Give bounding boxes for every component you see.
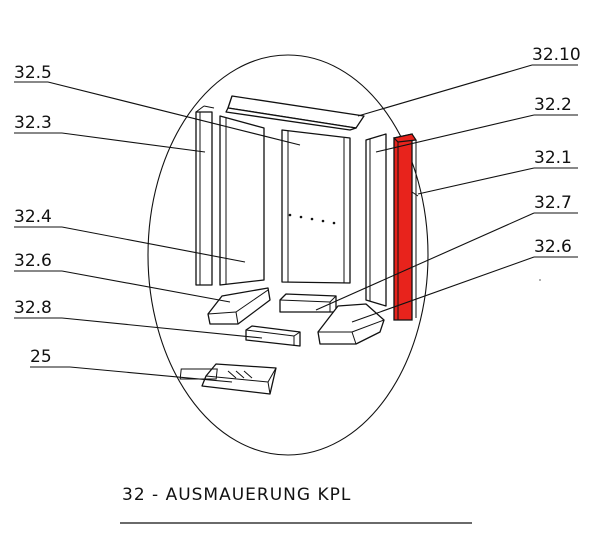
label-32-4: 32.4 <box>14 207 52 227</box>
detail-ellipse <box>147 54 429 456</box>
label-25: 25 <box>30 347 52 367</box>
label-32-7: 32.7 <box>534 193 572 213</box>
part-32-10[interactable] <box>225 95 365 131</box>
label-32-3: 32.3 <box>14 113 52 133</box>
part-32-8[interactable] <box>245 325 301 347</box>
callout-32-4: 32.4 <box>14 207 246 263</box>
callout-32-6-right: 32.6 <box>351 237 578 323</box>
caption-block: 32 - AUSMAUERUNG KPL <box>120 485 472 524</box>
callout-32-8: 32.8 <box>14 298 263 339</box>
stray-mark <box>539 279 541 281</box>
callout-32-10: 32.10 <box>357 45 581 117</box>
part-32-1-highlighted[interactable] <box>392 133 418 321</box>
label-32-10: 32.10 <box>532 45 581 65</box>
label-32-6-right: 32.6 <box>534 237 572 257</box>
label-32-2: 32.2 <box>534 95 572 115</box>
callout-32-3: 32.3 <box>14 113 206 153</box>
part-32-6-left[interactable] <box>207 287 271 325</box>
callout-32-7: 32.7 <box>315 193 578 311</box>
label-32-6-left: 32.6 <box>14 251 52 271</box>
part-32-3[interactable] <box>195 105 215 286</box>
callout-32-2: 32.2 <box>375 95 578 153</box>
label-32-8: 32.8 <box>14 298 52 318</box>
part-25-grate[interactable] <box>179 363 277 395</box>
part-32-5[interactable] <box>281 129 351 284</box>
callout-32-6-left: 32.6 <box>14 251 231 303</box>
callout-32-1: 32.1 <box>417 148 578 195</box>
callout-32-5: 32.5 <box>14 63 301 146</box>
highlight-fill <box>393 133 413 321</box>
part-32-7[interactable] <box>279 293 337 313</box>
label-32-5: 32.5 <box>14 63 52 83</box>
label-32-1: 32.1 <box>534 148 572 168</box>
callout-25: 25 <box>30 347 233 383</box>
part-32-6-right[interactable] <box>317 303 385 345</box>
stray-mark-2 <box>411 191 419 197</box>
caption-title: 32 - AUSMAUERUNG KPL <box>122 485 351 505</box>
part-32-4[interactable] <box>219 115 265 286</box>
part-32-2[interactable] <box>365 133 387 307</box>
